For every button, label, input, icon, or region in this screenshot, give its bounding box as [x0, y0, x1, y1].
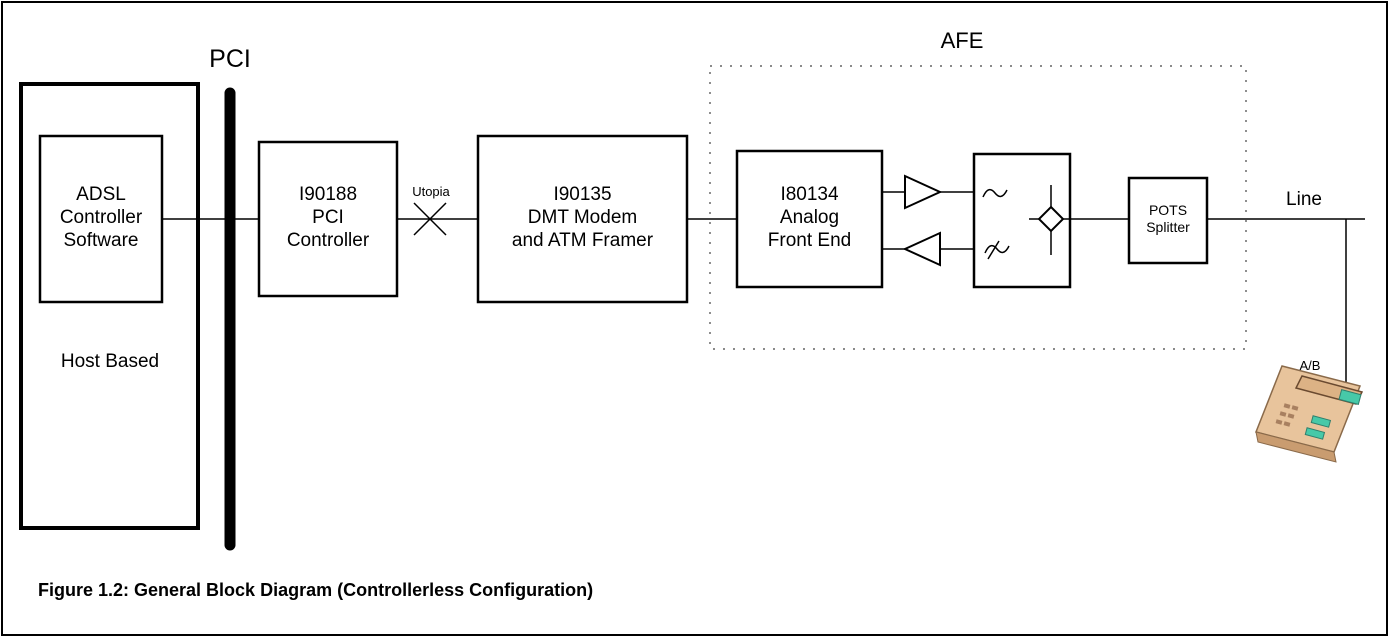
pots-splitter-line-1: POTS [1148, 202, 1188, 218]
host-based-box [19, 82, 200, 530]
dmt-modem-line-3: and ATM Framer [511, 230, 654, 252]
adsl-software-text: ADSL Controller Software [42, 183, 160, 253]
utopia-cross-b [413, 202, 447, 236]
dmt-modem-text: I90135 DMT Modem and ATM Framer [480, 183, 685, 253]
tilde-icon [982, 188, 1008, 198]
pots-splitter-box [1127, 176, 1209, 265]
analog-front-end-line-1: I80134 [780, 184, 839, 205]
line-label: Line [1286, 189, 1322, 210]
pci-label: PCI [209, 45, 251, 73]
analog-front-end-text: I80134 Analog Front End [739, 183, 880, 253]
filter-hybrid-box [972, 152, 1072, 289]
adsl-line-3: Software [63, 230, 139, 252]
hybrid-icon [1037, 205, 1065, 233]
pci-controller-line-1: I90188 [298, 184, 358, 205]
pci-controller-text: I90188 PCI Controller [261, 183, 395, 253]
pci-controller-line-3: Controller [286, 230, 370, 252]
amplifier-icon [902, 231, 941, 267]
analog-front-end-line-3: Front End [767, 230, 852, 252]
pots-splitter-line-2: Splitter [1146, 219, 1190, 236]
pci-controller-line-2: PCI [312, 207, 344, 229]
dmt-modem-line-2: DMT Modem [527, 207, 638, 229]
tilde-icon [984, 244, 1010, 254]
figure-caption: Figure 1.2: General Block Diagram (Contr… [38, 580, 594, 600]
host-based-label: Host Based [60, 351, 160, 372]
analog-front-end-line-2: Analog [779, 207, 840, 229]
adsl-line-1: ADSL [76, 184, 126, 205]
amplifier-icon [904, 174, 943, 210]
dmt-modem-line-1: I90135 [553, 184, 612, 205]
ab-label: A/B [1299, 358, 1321, 373]
adsl-line-2: Controller [59, 207, 143, 229]
telephone-icon [1254, 365, 1364, 463]
afe-label: AFE [940, 28, 984, 53]
utopia-label: Utopia [412, 184, 450, 199]
pots-splitter-text: POTS Splitter [1131, 202, 1205, 236]
tilde-slash [987, 240, 1000, 260]
